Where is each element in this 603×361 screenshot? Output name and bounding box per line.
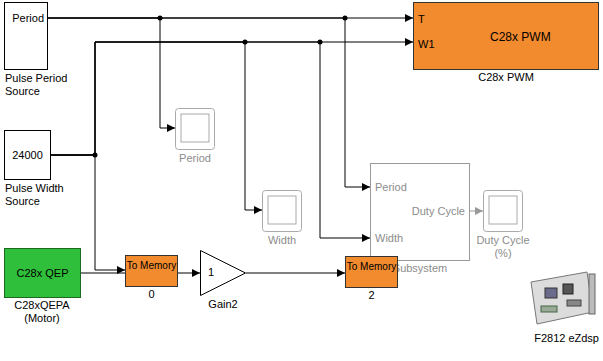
block-label: C28x QEP [5, 267, 80, 280]
source-block: PeriodPulse Period Source [4, 2, 48, 70]
chip-shape [527, 268, 599, 330]
block-label: 2 [368, 289, 374, 302]
block-label: Duty Cycle (%) [471, 234, 535, 260]
block-label: C28xQEPA (Motor) [5, 299, 79, 325]
block-label: 0 [148, 288, 154, 301]
branch-dots [93, 16, 348, 158]
memory-block: To Memory2 [345, 256, 398, 288]
scope-shape [262, 190, 302, 232]
block-label: W1 [418, 38, 435, 51]
gain-block: 1Gain2 [200, 250, 246, 296]
block-label: Pulse Period Source [5, 72, 75, 98]
block-label: C28x PWM [490, 31, 551, 44]
block-label: Width [375, 232, 403, 245]
signal-wire [51, 42, 413, 155]
block-label: Subsystem [393, 262, 447, 275]
qep-block: C28x QEPC28xQEPA (Motor) [4, 248, 81, 298]
block-label: Pulse Width Source [5, 182, 75, 208]
signal-wire [51, 42, 370, 238]
block-label: To Memory [126, 260, 177, 272]
block-label: Duty Cycle [412, 205, 465, 218]
scope-block: Period [175, 108, 215, 150]
block-label: Gain2 [208, 298, 237, 311]
signal-wire [246, 273, 345, 274]
scope-shape [483, 190, 523, 232]
board-picture: F2812 eZdsp [527, 268, 599, 330]
block-label: Period [12, 12, 44, 25]
block-label: Width [268, 234, 296, 247]
scope-block: Width [262, 190, 302, 232]
block-label: 24000 [5, 149, 50, 162]
scope-block: Duty Cycle (%) [483, 190, 523, 232]
block-label: T [418, 13, 425, 26]
block-label: F2812 eZdsp [534, 332, 599, 345]
block-label: Period [375, 181, 407, 194]
signal-wire [51, 42, 262, 210]
subsystem-block: PeriodDuty CycleWidthSubsystem [370, 163, 470, 261]
signal-wire [48, 18, 370, 187]
block-label: 1 [208, 266, 214, 279]
gain-shape [200, 250, 246, 296]
signal-wire [470, 211, 483, 212]
memory-block: To Memory0 [125, 255, 178, 287]
block-label: Period [179, 152, 211, 165]
scope-shape [175, 108, 215, 150]
pwm-block: TW1C28x PWMC28x PWM [413, 2, 599, 70]
block-label: To Memory [346, 261, 397, 273]
block-label: C28x PWM [414, 71, 598, 84]
source-block: 24000Pulse Width Source [4, 130, 51, 180]
